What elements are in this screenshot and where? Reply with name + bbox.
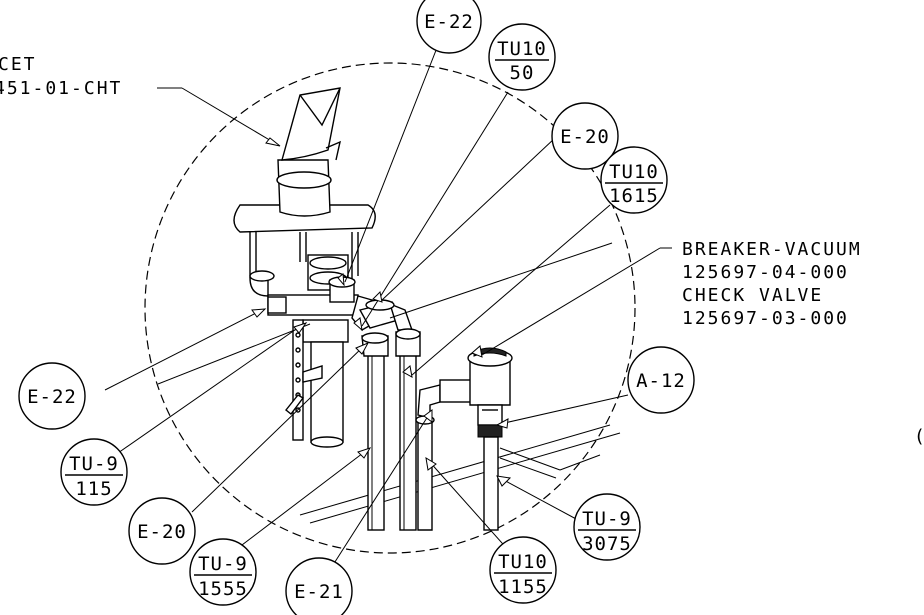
bubble-e22-top-text: E-22 <box>424 11 474 33</box>
bubble-tu9-115: TU-9 115 <box>60 438 128 506</box>
supply-header <box>249 270 413 331</box>
breaker-label-line2: 125697-04-000 <box>682 262 849 283</box>
breaker-label-line4: 125697-03-000 <box>682 308 849 329</box>
bubble-tu9-1555: TU-9 1555 <box>189 538 257 606</box>
bubble-tu9-3075-bottom-text: 3075 <box>582 533 632 555</box>
drain-assembly <box>285 254 349 448</box>
bubble-tu10-1615-bottom-text: 1615 <box>609 185 659 207</box>
bubble-tu10-1155-top-text: TU10 <box>498 551 548 573</box>
sink-edges <box>299 424 621 524</box>
bubble-tu9-3075-top-text: TU-9 <box>582 508 632 530</box>
bubble-tu10-1155-bottom-text: 1155 <box>498 576 548 598</box>
bubble-tu10-1615-top-text: TU10 <box>609 161 659 183</box>
right-edge-glyph: ( <box>914 426 924 447</box>
bubble-tu10-1615: TU10 1615 <box>600 146 668 214</box>
bubble-tu10-50-bottom-text: 50 <box>510 62 535 84</box>
leader-arrow <box>402 365 413 378</box>
leader-arrow <box>471 345 483 358</box>
faucet-label-line2: 451-01-CHT <box>0 78 122 99</box>
vacuum-breaker <box>415 347 513 531</box>
leader-arrow <box>353 317 363 332</box>
breaker-label-line1: BREAKER-VACUUM <box>682 239 862 260</box>
bubble-a12-text: A-12 <box>636 370 686 392</box>
leader-arrow <box>293 322 308 334</box>
bubble-e21: E-21 <box>285 557 353 615</box>
bubble-tu10-50-top-text: TU10 <box>497 38 547 60</box>
leader-arrow <box>495 418 509 429</box>
bubble-e20-left: E-20 <box>128 497 196 565</box>
faucet-label-line1: CET <box>0 54 37 75</box>
bubble-e20-top: E-20 <box>551 102 619 170</box>
bubble-tu10-1155: TU10 1155 <box>489 536 557 604</box>
leader-arrow <box>357 447 372 459</box>
bubble-e22-left-text: E-22 <box>27 386 77 408</box>
bubble-tu9-1555-bottom-text: 1555 <box>198 578 248 600</box>
leader-arrow <box>355 341 370 355</box>
leader-arrow <box>372 290 383 303</box>
bubble-tu10-50: TU10 50 <box>488 23 556 91</box>
leader-arrow <box>425 457 437 471</box>
leader-arrow <box>423 409 433 423</box>
leader-lines <box>104 34 672 566</box>
bubble-tu9-115-bottom-text: 115 <box>75 478 112 500</box>
breaker-label-line3: CHECK VALVE <box>682 285 823 306</box>
leader-arrow <box>496 475 512 487</box>
bubble-tu9-1555-top-text: TU-9 <box>198 553 248 575</box>
bubble-tu9-115-top-text: TU-9 <box>69 453 119 475</box>
faucet-assembly <box>233 87 376 280</box>
supply-tubes <box>361 328 421 531</box>
detail-boundary-circle <box>144 62 636 554</box>
bubble-e22-top: E-22 <box>416 0 482 54</box>
bubble-e20-left-text: E-20 <box>137 521 187 543</box>
bubble-e21-text: E-21 <box>294 581 344 603</box>
bubble-e20-top-text: E-20 <box>560 126 610 148</box>
bubble-e22-left: E-22 <box>18 362 86 430</box>
leader-arrow <box>337 273 345 287</box>
leader-arrow <box>251 308 267 318</box>
bubble-tu9-3075: TU-9 3075 <box>573 493 641 561</box>
bubble-a12: A-12 <box>627 346 695 414</box>
leader-arrow <box>265 137 281 147</box>
